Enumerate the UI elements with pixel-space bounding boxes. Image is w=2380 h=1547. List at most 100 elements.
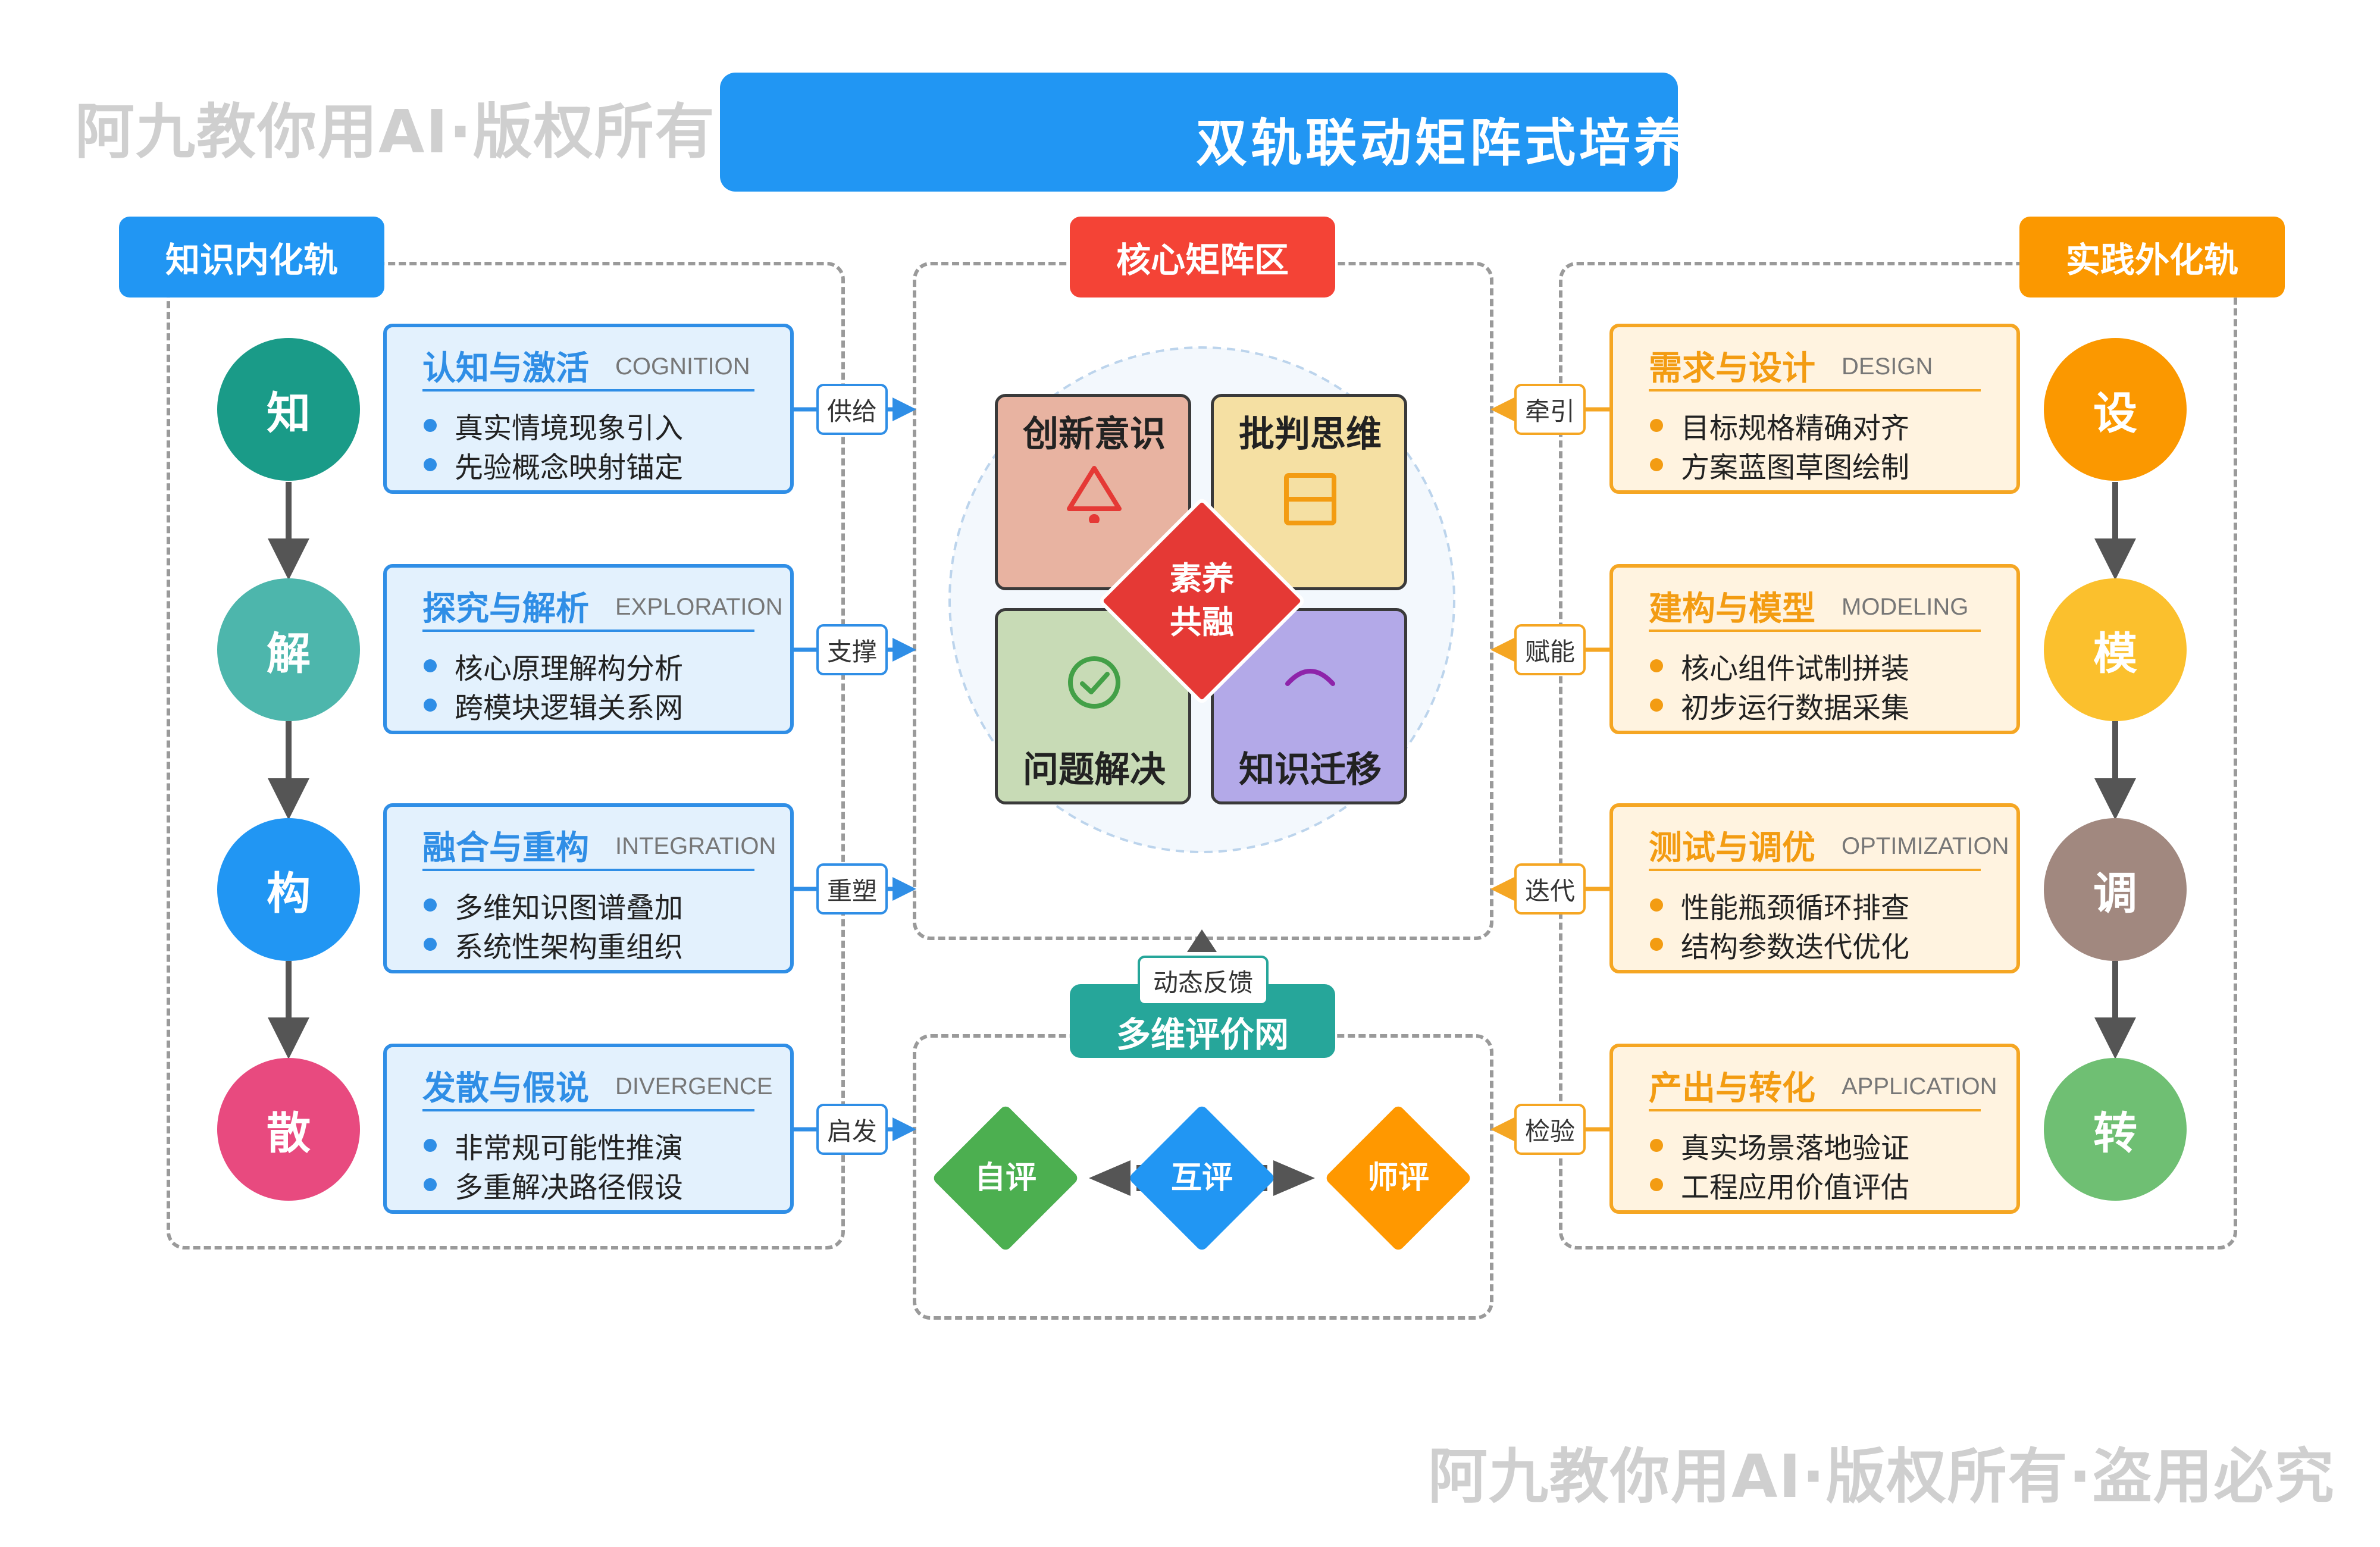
link-label-zhicheng: 支撑 xyxy=(816,624,888,675)
card-bullet: 非常规可能性推演 xyxy=(424,1125,683,1166)
quadrant-label: 批判思维 xyxy=(1239,414,1382,455)
right-card-modeling: 建构与模型 MODELING 核心组件试制拼装 初步运行数据采集 xyxy=(1609,564,2020,734)
right-flow-arrows xyxy=(2094,482,2136,1059)
card-subtitle: DESIGN xyxy=(1842,353,1933,380)
right-link-arrows xyxy=(1490,397,1609,1141)
bullet-dot xyxy=(424,659,437,672)
title-bar: 双轨联动矩阵式培养 xyxy=(720,73,1678,192)
left-step-circle-san: 散 xyxy=(217,1058,360,1201)
card-bullet: 方案蓝图草图绘制 xyxy=(1650,444,1909,486)
bullet-dot xyxy=(424,1139,437,1152)
card-bullet: 真实情境现象引入 xyxy=(424,405,683,446)
card-divider xyxy=(422,869,754,871)
bullet-text: 跨模块逻辑关系网 xyxy=(455,691,684,725)
card-divider xyxy=(1649,630,1981,632)
card-title: 探究与解析 xyxy=(422,590,589,628)
bullet-text: 工程应用价值评估 xyxy=(1681,1171,1910,1204)
bullet-dot xyxy=(424,1178,437,1191)
bullet-dot xyxy=(1650,898,1663,912)
feedback-arrow xyxy=(1187,929,1217,952)
card-bullet: 工程应用价值评估 xyxy=(1650,1164,1909,1205)
center-line2: 共融 xyxy=(1170,603,1234,641)
card-bullet: 真实场景落地验证 xyxy=(1650,1125,1909,1166)
bullet-text: 先验概念映射锚定 xyxy=(455,451,684,484)
center-line1: 素养 xyxy=(1170,560,1234,598)
evaluation-tag: 多维评价网 xyxy=(1070,984,1335,1058)
bullet-dot xyxy=(1650,659,1663,672)
card-bullet: 先验概念映射锚定 xyxy=(424,444,683,486)
card-divider xyxy=(1649,389,1981,392)
bullet-text: 系统性架构重组织 xyxy=(455,931,684,964)
card-bullet: 多重解决路径假设 xyxy=(424,1164,683,1205)
quadrant-critical-thinking: 批判思维 xyxy=(1211,394,1407,590)
bullet-text: 方案蓝图草图绘制 xyxy=(1681,451,1910,484)
eval-peer: 互评 xyxy=(1125,1101,1279,1255)
link-label-qianyin: 牵引 xyxy=(1514,384,1586,435)
card-bullet: 性能瓶颈循环排查 xyxy=(1650,884,1909,926)
split-square-icon xyxy=(1284,473,1336,525)
quadrant-label: 创新意识 xyxy=(1023,414,1166,455)
link-label-chongsu: 重塑 xyxy=(816,863,888,915)
link-label-diedai: 迭代 xyxy=(1514,863,1586,915)
feedback-label: 动态反馈 xyxy=(1138,956,1269,1006)
right-track-tag: 实践外化轨 xyxy=(2019,217,2285,298)
left-track-tag: 知识内化轨 xyxy=(119,217,384,298)
card-subtitle: EXPLORATION xyxy=(615,594,783,620)
bullet-dot xyxy=(1650,1139,1663,1152)
triangle-warning-icon xyxy=(1067,466,1122,523)
right-card-application: 产出与转化 APPLICATION 真实场景落地验证 工程应用价值评估 xyxy=(1609,1044,2020,1214)
card-title: 产出与转化 xyxy=(1649,1069,1815,1108)
left-step-circle-jie: 解 xyxy=(217,578,360,721)
link-label-qifa: 启发 xyxy=(816,1104,888,1155)
left-step-circle-gou: 构 xyxy=(217,818,360,961)
bullet-text: 目标规格精确对齐 xyxy=(1681,412,1910,445)
left-card-exploration: 探究与解析 EXPLORATION 核心原理解构分析 跨模块逻辑关系网 xyxy=(383,564,794,734)
bullet-text: 多维知识图谱叠加 xyxy=(455,891,684,925)
eval-self: 自评 xyxy=(928,1101,1083,1255)
bullet-dot xyxy=(1650,699,1663,712)
arc-icon xyxy=(1285,669,1335,686)
card-bullet: 初步运行数据采集 xyxy=(1650,684,1909,726)
left-card-cognition: 认知与激活 COGNITION 真实情境现象引入 先验概念映射锚定 xyxy=(383,324,794,494)
card-subtitle: DIVERGENCE xyxy=(615,1073,773,1100)
right-track-container xyxy=(1559,262,2237,1250)
quadrant-label: 问题解决 xyxy=(1023,749,1166,791)
card-title: 测试与调优 xyxy=(1649,829,1815,868)
card-title: 发散与假说 xyxy=(422,1069,589,1108)
bullet-dot xyxy=(424,458,437,471)
page-title: 双轨联动矩阵式培养 xyxy=(1196,114,1678,173)
bullet-dot xyxy=(424,699,437,712)
left-link-arrows xyxy=(794,397,916,1141)
card-title: 认知与激活 xyxy=(422,349,589,388)
diamond-text: 自评 xyxy=(974,1160,1036,1196)
bullet-dot xyxy=(424,419,437,432)
right-step-circle-she: 设 xyxy=(2044,338,2187,481)
card-subtitle: MODELING xyxy=(1842,594,1969,620)
right-step-circle-zhuan: 转 xyxy=(2044,1058,2187,1201)
diamond-text: 师评 xyxy=(1367,1160,1429,1196)
card-bullet: 目标规格精确对齐 xyxy=(1650,405,1909,446)
left-step-circle-zhi: 知 xyxy=(217,338,360,481)
bullet-text: 核心组件试制拼装 xyxy=(1681,652,1910,685)
bullet-dot xyxy=(424,938,437,951)
bullet-text: 初步运行数据采集 xyxy=(1681,691,1910,725)
eval-teacher: 师评 xyxy=(1321,1101,1476,1255)
quadrant-label: 知识迁移 xyxy=(1239,749,1382,791)
card-subtitle: COGNITION xyxy=(615,353,750,380)
card-subtitle: OPTIMIZATION xyxy=(1842,833,2009,859)
right-step-circle-mo: 模 xyxy=(2044,578,2187,721)
bullet-dot xyxy=(424,898,437,912)
left-card-divergence: 发散与假说 DIVERGENCE 非常规可能性推演 多重解决路径假设 xyxy=(383,1044,794,1214)
card-bullet: 系统性架构重组织 xyxy=(424,923,683,965)
card-subtitle: INTEGRATION xyxy=(615,833,776,859)
right-card-design: 需求与设计 DESIGN 目标规格精确对齐 方案蓝图草图绘制 xyxy=(1609,324,2020,494)
bullet-text: 多重解决路径假设 xyxy=(455,1171,684,1204)
watermark-bottom: 阿九教你用AI·版权所有·盗用必究 xyxy=(1428,1442,2335,1511)
bullet-text: 真实情境现象引入 xyxy=(455,412,684,445)
bullet-text: 核心原理解构分析 xyxy=(455,652,684,685)
bullet-text: 真实场景落地验证 xyxy=(1681,1132,1910,1165)
bullet-text: 性能瓶颈循环排查 xyxy=(1681,891,1910,925)
card-bullet: 结构参数迭代优化 xyxy=(1650,923,1909,965)
link-label-jianyan: 检验 xyxy=(1514,1104,1586,1155)
check-circle-icon xyxy=(1068,656,1120,709)
